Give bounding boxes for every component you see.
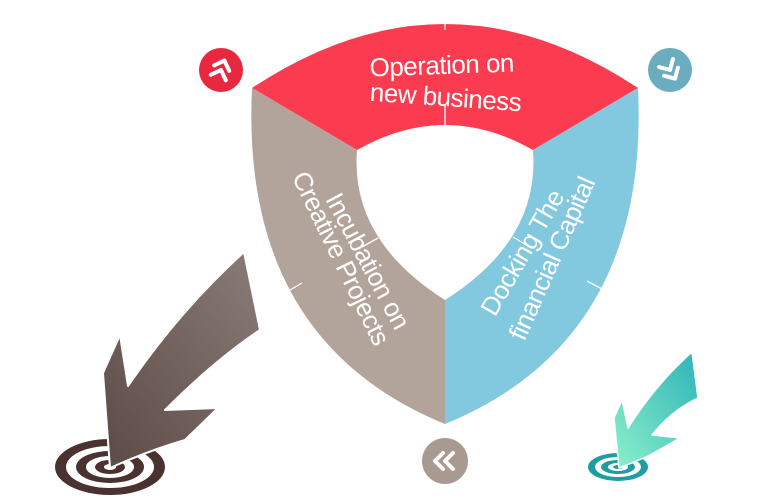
arrow-icon [102,251,261,469]
left-arrow-target [55,251,261,495]
right-arrow-target [588,351,699,481]
badge-bottom[interactable] [422,438,468,484]
segment-left[interactable] [251,88,445,424]
badge-top-left[interactable] [199,48,243,92]
segment-top[interactable] [252,24,638,150]
tick [512,236,529,247]
divider-ticks [284,16,605,294]
svg-text:Operation on: Operation on [369,47,514,82]
tick [586,280,605,291]
double-chevron-left-icon [433,451,455,471]
segment-right[interactable] [445,88,639,424]
arrow-icon [613,351,699,469]
double-chevron-up-icon [208,58,232,83]
segment-top-line-1: Operation on [369,47,514,82]
tick [284,282,303,294]
badge-top-right[interactable] [648,48,692,92]
tick [361,237,379,248]
double-chevron-down-icon [657,57,680,81]
